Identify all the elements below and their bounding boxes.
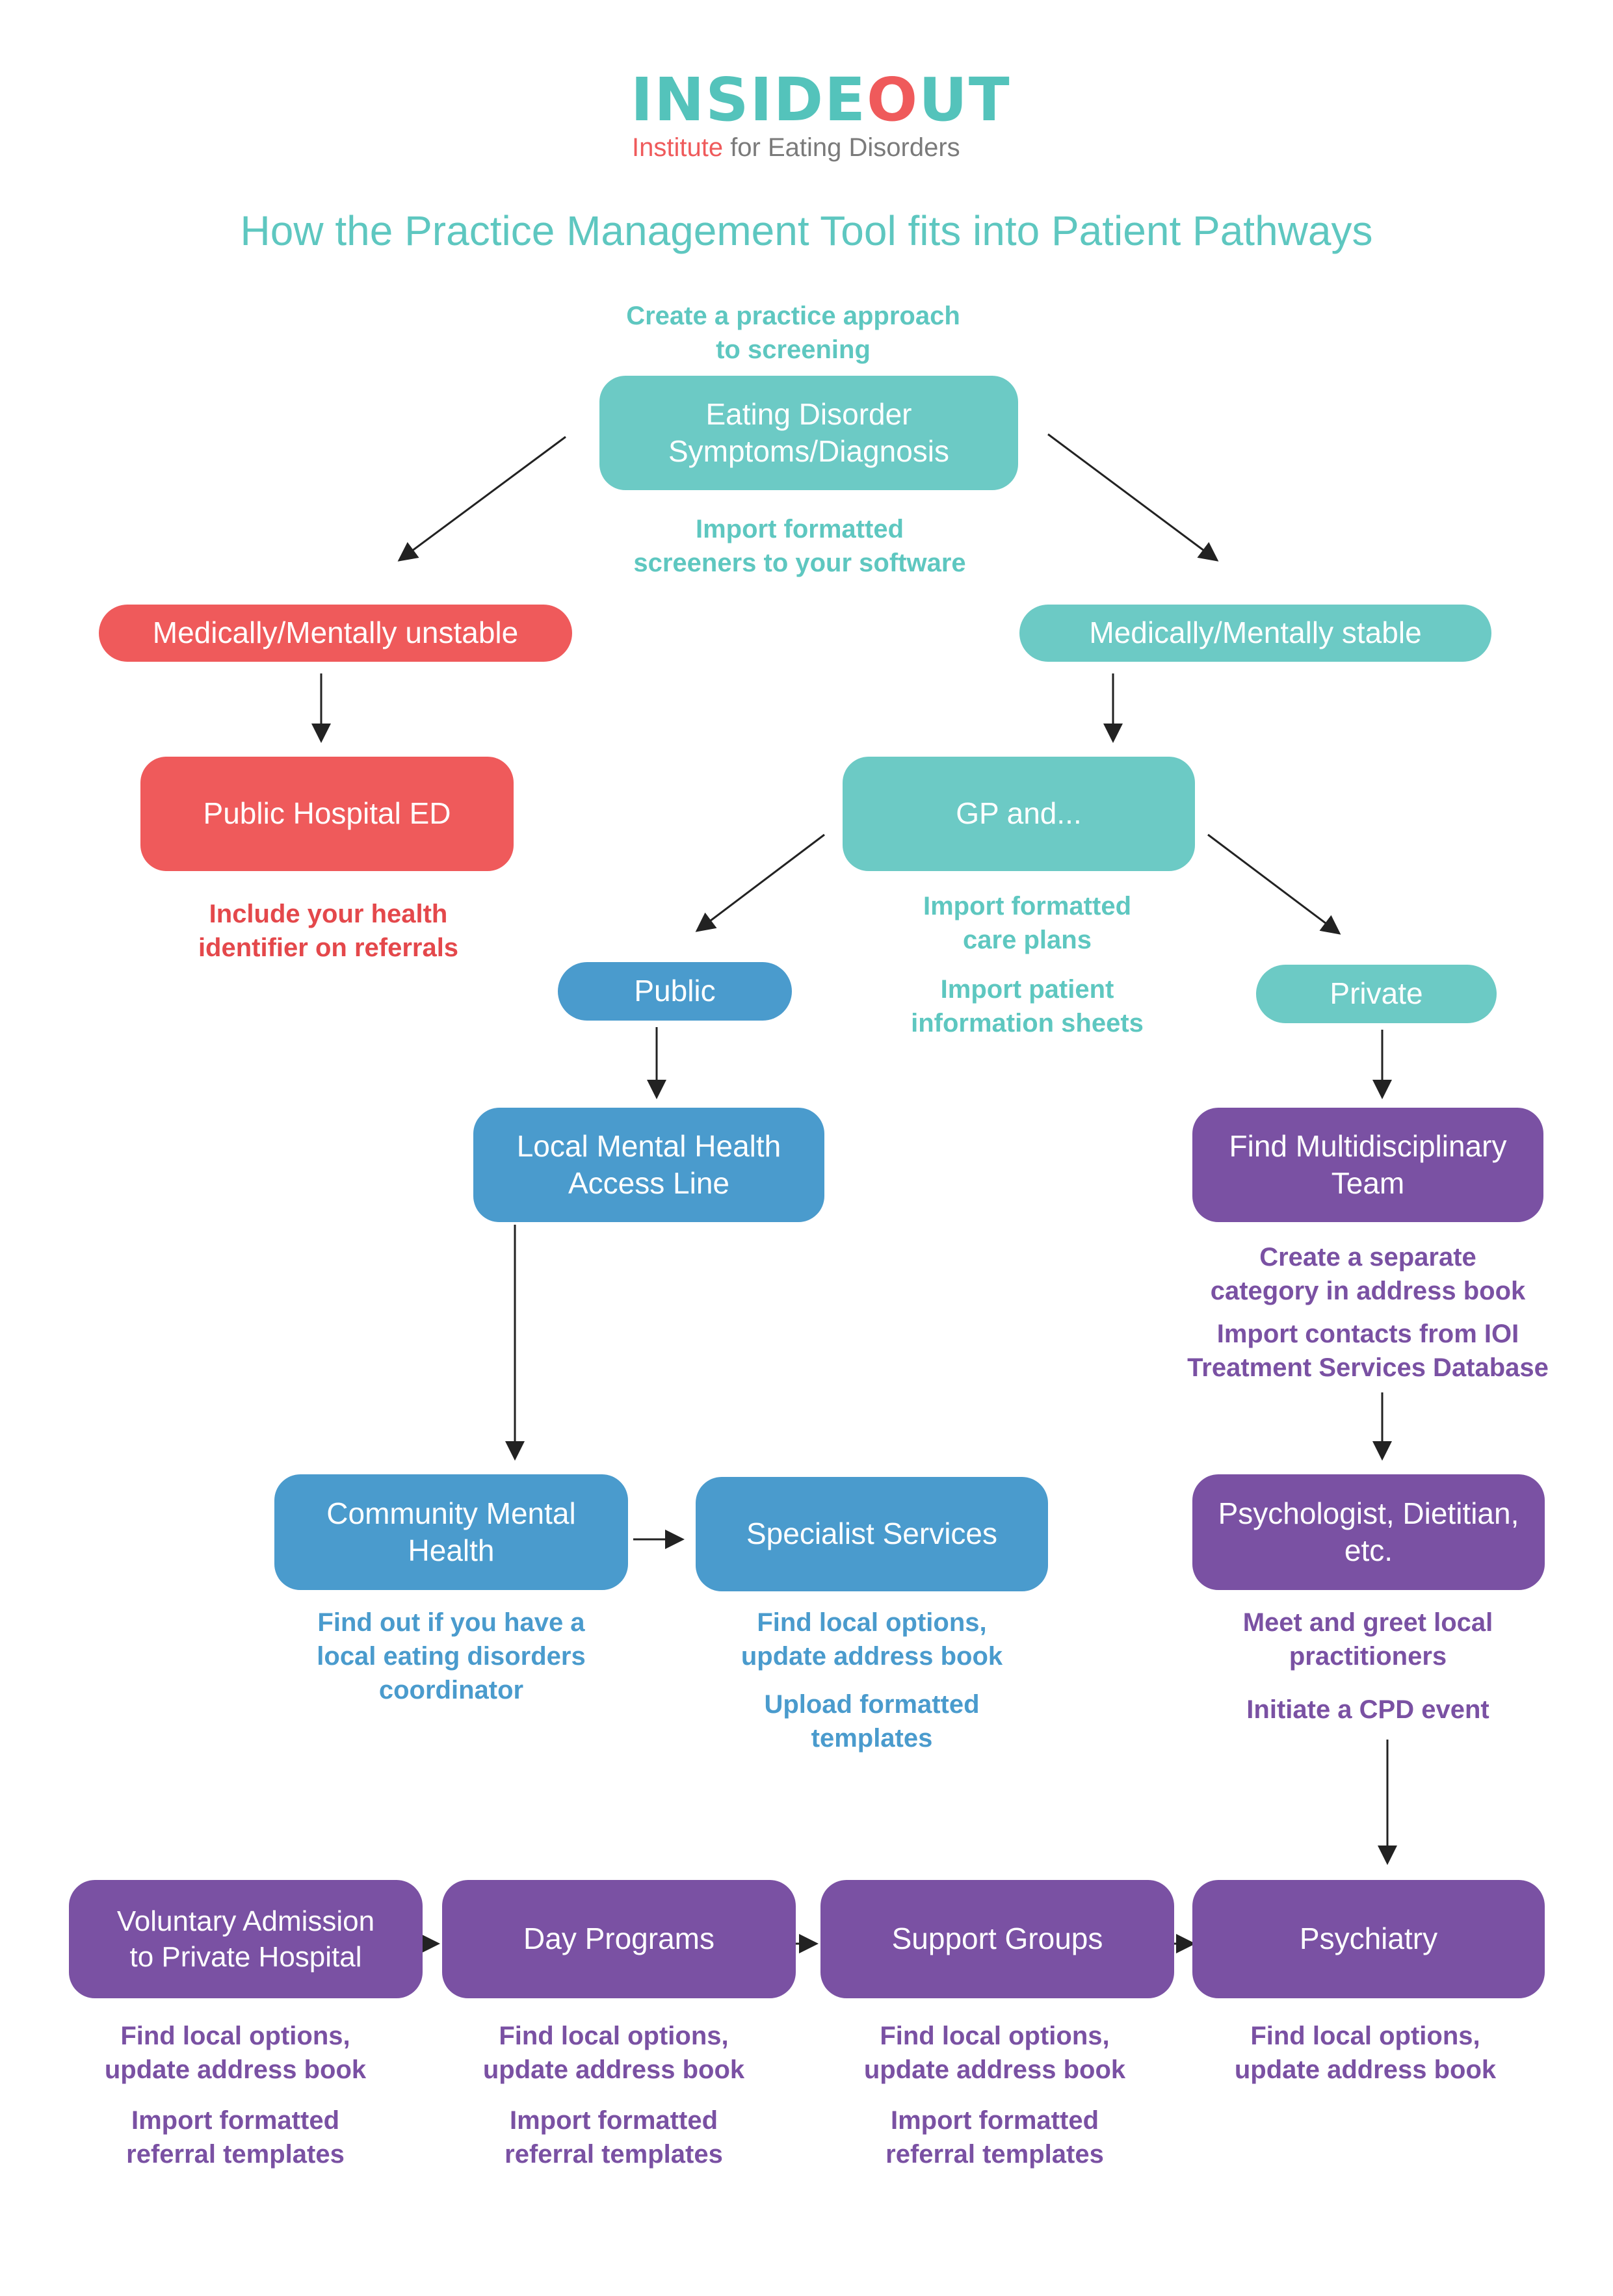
logo-subtitle: Institute for Eating Disorders <box>632 133 960 163</box>
note-coordinator: Find out if you have a local eating diso… <box>317 1608 586 1704</box>
node-symptoms: Eating Disorder Symptoms/Diagnosis <box>599 376 1018 490</box>
arrow-gp-public <box>695 833 825 932</box>
note-support-templates: Import formatted referral templates <box>885 2106 1104 2169</box>
node-psychologist-dietitian: Psychologist, Dietitian, etc. <box>1192 1474 1545 1590</box>
logo-word-right: UT <box>919 65 1011 135</box>
node-private: Private <box>1256 965 1497 1023</box>
node-day-programs: Day Programs <box>442 1880 796 1998</box>
node-voluntary-admission: Voluntary Admission to Private Hospital <box>69 1880 423 1998</box>
note-voluntary-options: Find local options, update address book <box>104 2022 367 2084</box>
node-public-hospital-ed: Public Hospital ED <box>140 757 514 871</box>
note-screeners: Import formatted screeners to your softw… <box>633 515 966 577</box>
note-info-sheets: Import patient information sheets <box>911 975 1144 1037</box>
note-care-plans: Import formatted care plans <box>923 892 1131 954</box>
node-support-groups: Support Groups <box>820 1880 1174 1998</box>
note-separate-category: Create a separate category in address bo… <box>1210 1243 1526 1305</box>
note-support-options: Find local options, update address book <box>863 2022 1126 2084</box>
note-psychiatry-options: Find local options, update address book <box>1234 2022 1497 2084</box>
logo-word-left: INSIDE <box>631 65 867 135</box>
logo-sub-rest: for Eating Disorders <box>723 133 960 162</box>
note-health-identifier: Include your health identifier on referr… <box>198 900 459 962</box>
logo-wordmark: INSIDEOUT <box>631 65 1011 135</box>
node-specialist-services: Specialist Services <box>696 1477 1048 1591</box>
note-specialist-options: Find local options, update address book <box>741 1608 1003 1671</box>
node-unstable: Medically/Mentally unstable <box>99 605 572 662</box>
node-community-mental-health: Community Mental Health <box>274 1474 628 1590</box>
arrow-symptoms-stable <box>1047 433 1219 562</box>
node-mental-health-access-line: Local Mental Health Access Line <box>473 1108 824 1222</box>
node-find-multidisciplinary-team: Find Multidisciplinary Team <box>1192 1108 1543 1222</box>
node-gp: GP and... <box>843 757 1195 871</box>
arrow-gp-private <box>1207 833 1341 935</box>
note-day-options: Find local options, update address book <box>482 2022 745 2084</box>
node-psychiatry: Psychiatry <box>1192 1880 1545 1998</box>
note-voluntary-templates: Import formatted referral templates <box>126 2106 345 2169</box>
note-screening: Create a practice approach to screening <box>626 302 960 364</box>
page-title: How the Practice Management Tool fits in… <box>240 207 1373 254</box>
note-ioi-contacts: Import contacts from IOI Treatment Servi… <box>1187 1320 1549 1382</box>
note-cpd-event: Initiate a CPD event <box>1246 1695 1489 1724</box>
logo-sub-institute: Institute <box>632 133 724 162</box>
arrow-symptoms-unstable <box>397 436 566 562</box>
node-public: Public <box>558 962 792 1021</box>
note-specialist-templates: Upload formatted templates <box>764 1690 980 1753</box>
node-stable: Medically/Mentally stable <box>1019 605 1491 662</box>
logo-word-o: O <box>866 65 919 135</box>
note-day-templates: Import formatted referral templates <box>505 2106 723 2169</box>
note-meet-greet: Meet and greet local practitioners <box>1242 1608 1493 1671</box>
